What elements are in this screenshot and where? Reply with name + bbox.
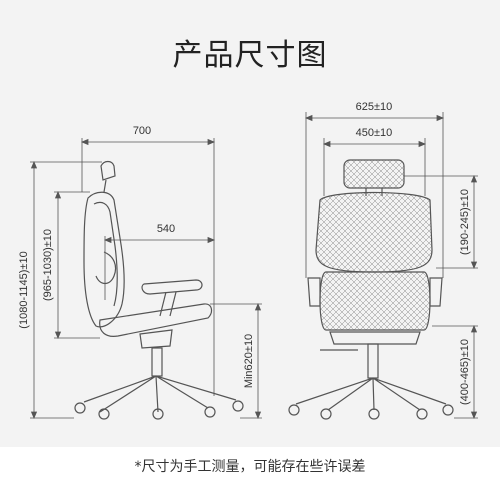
side-headrest (100, 160, 116, 181)
side-caster (98, 408, 110, 420)
side-headrest-post (103, 179, 107, 193)
dim-label-total-height: (1080-1145)±10 (18, 251, 30, 328)
front-headrest (343, 159, 405, 189)
dim-label-headrest-range: (190-245)±10 (459, 189, 471, 255)
front-caster (416, 408, 428, 420)
dim-label-back-width: 450±10 (356, 127, 393, 139)
side-caster (232, 400, 244, 412)
dim-label-min-seat-height: Min620±10 (243, 334, 255, 388)
side-caster (152, 408, 164, 420)
arrows (54, 190, 62, 340)
arrows (470, 174, 478, 270)
dim-label-seat-depth: 540 (157, 223, 175, 235)
front-gas-lift (367, 343, 379, 379)
side-dimensions (30, 138, 262, 420)
front-caster (368, 408, 380, 420)
side-base (83, 375, 237, 413)
page-title: 产品尺寸图 (172, 38, 328, 73)
dimension-drawing: 700 540 (1080-1145)±10 (965-1030)±10 Min… (18, 101, 478, 420)
measurement-footnote: *尺寸为手工测量，可能存在些许误差 (134, 459, 366, 475)
side-mechanism (139, 329, 173, 349)
dim-label-back-height: (965-1030)±10 (42, 229, 54, 301)
side-backrest-inner (93, 201, 118, 307)
arrows (304, 114, 445, 122)
arrows (254, 302, 262, 420)
side-gas-lift (151, 347, 163, 377)
side-caster (74, 402, 86, 414)
front-base (295, 377, 447, 411)
front-caster (442, 404, 454, 416)
front-seat (319, 271, 431, 331)
side-backrest (83, 191, 125, 328)
arrows (30, 160, 38, 420)
arrows (80, 138, 216, 146)
front-armrest-left (307, 277, 321, 307)
front-mechanism (329, 331, 421, 345)
arrows (103, 236, 216, 244)
front-dimensions (304, 112, 478, 420)
arrows (322, 140, 427, 148)
side-view-chair (74, 160, 244, 420)
front-view-chair (288, 159, 454, 420)
side-seat (99, 303, 213, 337)
dim-label-depth: 700 (133, 125, 151, 137)
front-armrest-right (429, 277, 443, 307)
side-armrest-post (159, 291, 177, 317)
front-caster (320, 408, 332, 420)
side-armrest-pad (141, 279, 203, 295)
dim-label-overall-width: 625±10 (356, 101, 393, 113)
front-caster (288, 404, 300, 416)
front-backrest (315, 191, 433, 273)
arrows (470, 324, 478, 420)
dim-label-seat-height-range: (400-465)±10 (459, 339, 471, 405)
side-caster (204, 406, 216, 418)
side-lumbar (95, 251, 117, 285)
